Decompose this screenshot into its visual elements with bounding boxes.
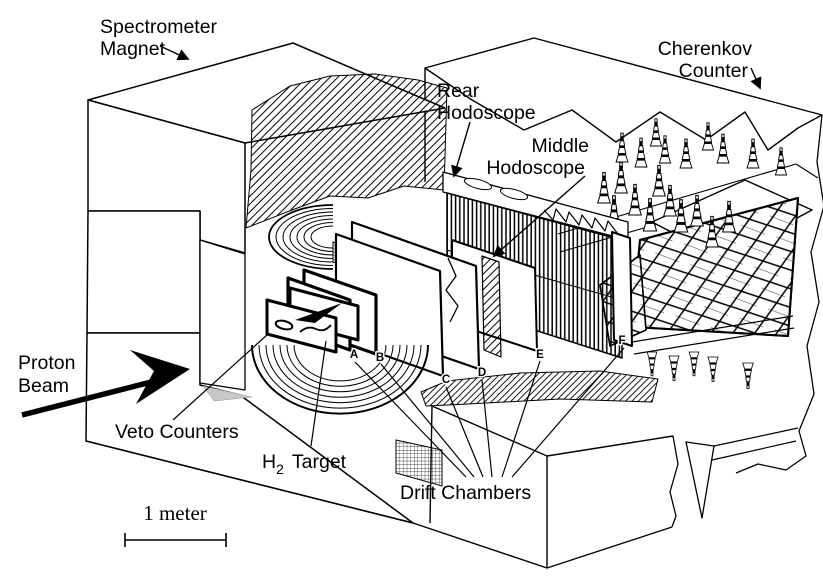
- cherenkov-counter-label-line2: Counter: [679, 60, 749, 82]
- proton-beam-label-line1: Proton: [18, 352, 75, 374]
- pmt-array-bottom: [646, 351, 754, 389]
- chamber-letter-e: E: [536, 349, 544, 361]
- middle-hodoscope-panel: [481, 255, 502, 358]
- magnet-coil-lower: [251, 344, 443, 487]
- magnet-pointer: [159, 45, 190, 61]
- chamber-letter-a: A: [350, 349, 358, 361]
- h2-target-cell: [274, 319, 294, 331]
- rear-hodoscope-label-line1: Rear: [437, 80, 480, 102]
- spectrometer-magnet-label-line1: Spectrometer: [100, 16, 218, 38]
- magnet-gap-wall: [199, 239, 246, 391]
- cherenkov-counter-label-line1: Cherenkov: [658, 38, 753, 60]
- leader-lines: [159, 45, 762, 478]
- sawtooth-edge: [543, 208, 619, 235]
- chamber-letter-f: F: [618, 335, 625, 347]
- rear-hodoscope-label-line2: Hodoscope: [437, 102, 536, 124]
- target-pointer: [310, 340, 327, 447]
- middle-hodoscope-pointer: [492, 175, 586, 258]
- middle-hodoscope-label-line2: Hodoscope: [486, 157, 585, 179]
- drift-chamber-f: [611, 231, 633, 347]
- veto-counters-label: Veto Counters: [115, 421, 239, 443]
- cherenkov-pointer: [750, 67, 762, 90]
- veto-counters: [265, 286, 360, 354]
- drift-chamber-pointers: [354, 347, 625, 478]
- chamber-letter-b: B: [376, 352, 384, 364]
- veto-pointer: [172, 333, 269, 421]
- drift-chambers-label: Drift Chambers: [400, 482, 531, 504]
- spectrometer-magnet-label-line2: Magnet: [100, 38, 166, 60]
- proton-beam-label-line2: Beam: [18, 375, 69, 397]
- scale-bar-label: 1 meter: [143, 501, 207, 525]
- chamber-letter-c: C: [442, 374, 450, 386]
- scale-bar: [124, 533, 227, 547]
- floor-shadow: [202, 385, 253, 402]
- proton-beam-arrow: [21, 350, 190, 418]
- base-platform: [85, 370, 799, 569]
- middle-hodoscope-label-line1: Middle: [532, 135, 589, 157]
- rear-hodoscope-pointer: [451, 121, 471, 178]
- floor-hatch-strip: [420, 370, 659, 407]
- chamber-letter-d: D: [478, 367, 486, 379]
- magnet-cut-section: [245, 73, 448, 229]
- spectrometer-magnet: [85, 42, 448, 524]
- beam-exit-arrow: [295, 303, 342, 334]
